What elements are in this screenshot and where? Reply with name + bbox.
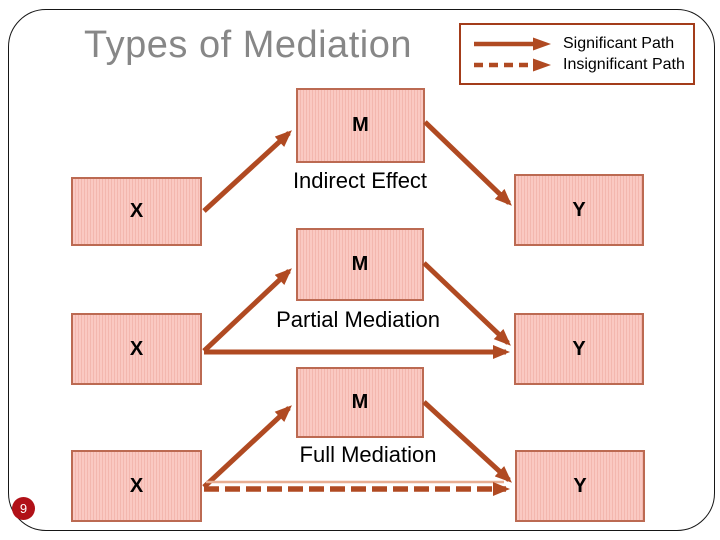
page-number-badge: 9 xyxy=(12,497,35,520)
diagram-label-full-mediation: Full Mediation xyxy=(299,442,437,467)
node-x-indirect: X xyxy=(71,177,202,246)
solid-arrow-icon xyxy=(474,37,551,50)
node-x-full: X xyxy=(71,450,202,522)
diagram-label-partial-mediation: Partial Mediation xyxy=(276,307,440,332)
legend-label-insignificant: Insignificant Path xyxy=(563,55,685,73)
node-y-indirect: Y xyxy=(514,174,644,246)
node-y-full: Y xyxy=(515,450,645,522)
legend-label-significant: Significant Path xyxy=(563,34,675,52)
legend-item-insignificant: Insignificant Path xyxy=(471,56,693,74)
legend: Significant Path Insignificant Path xyxy=(459,23,695,85)
page-number: 9 xyxy=(19,501,28,516)
arrow-m-to-y-full xyxy=(422,400,512,483)
node-m-partial: M xyxy=(296,228,424,301)
node-m-indirect: M xyxy=(296,88,425,163)
node-m-full: M xyxy=(296,367,424,438)
slide-title: Types of Mediation xyxy=(84,24,412,66)
legend-item-significant: Significant Path xyxy=(471,35,693,53)
node-x-partial: X xyxy=(71,313,202,385)
node-y-partial: Y xyxy=(514,313,644,385)
diagram-label-indirect-effect: Indirect Effect xyxy=(292,168,428,193)
dashed-arrow-icon xyxy=(474,58,551,71)
